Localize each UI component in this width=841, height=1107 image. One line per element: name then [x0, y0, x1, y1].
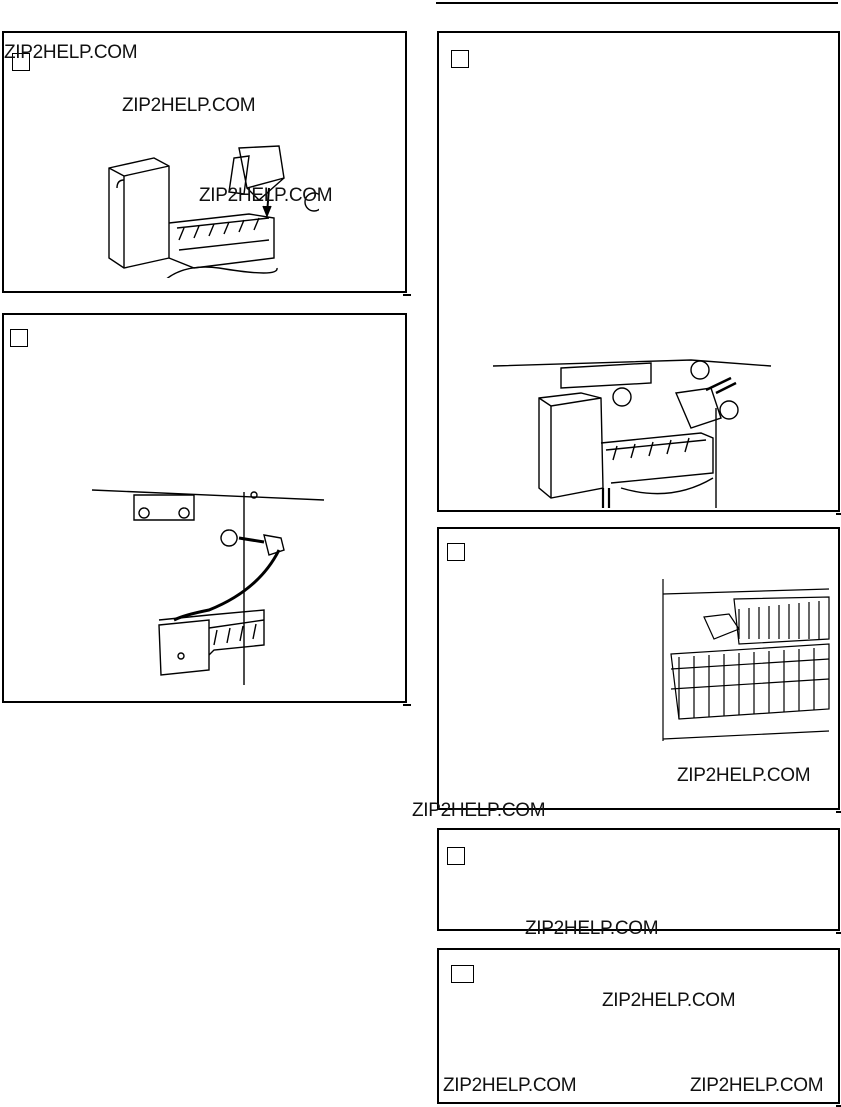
ice-maker-mounting-icon — [108, 145, 319, 278]
step-box — [10, 329, 28, 347]
watermark: ZIP2HELP.COM — [677, 765, 811, 786]
watermark: ZIP2HELP.COM — [199, 185, 333, 206]
panel-1: ZIP2HELP.COM ZIP2HELP.COM ZIP2HELP.COM — [2, 31, 411, 296]
watermark: ZIP2HELP.COM — [690, 1075, 824, 1096]
step-box — [447, 543, 465, 561]
watermark: ZIP2HELP.COM — [412, 800, 546, 821]
ice-maker-installed-icon — [492, 359, 772, 508]
panel-3 — [437, 31, 841, 515]
step-box — [451, 965, 474, 983]
freezer-baskets-icon — [662, 579, 830, 741]
panel-5: ZIP2HELP.COM — [437, 828, 841, 938]
step-box — [447, 847, 465, 865]
step-box — [12, 53, 30, 71]
top-rule — [436, 2, 838, 4]
panel-6: ZIP2HELP.COM ZIP2HELP.COM ZIP2HELP.COM — [437, 948, 841, 1107]
watermark: ZIP2HELP.COM — [525, 918, 659, 939]
watermark: ZIP2HELP.COM — [122, 95, 256, 116]
panel-4: ZIP2HELP.COM — [437, 527, 841, 813]
watermark: ZIP2HELP.COM — [602, 990, 736, 1011]
watermark: ZIP2HELP.COM — [443, 1075, 577, 1096]
panel-2 — [2, 313, 411, 706]
step-box — [451, 50, 469, 68]
watermark: ZIP2HELP.COM — [4, 42, 138, 63]
ice-maker-wire-connect-icon — [91, 489, 325, 685]
